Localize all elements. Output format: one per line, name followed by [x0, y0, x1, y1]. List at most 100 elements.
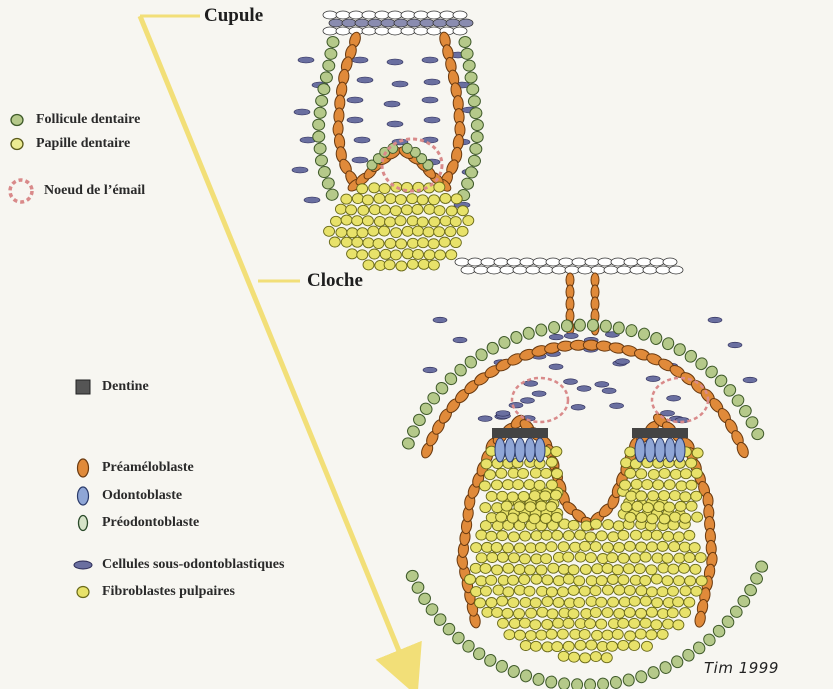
papilla-cell — [378, 183, 391, 195]
pulp-fibroblast-cell — [690, 585, 703, 597]
pulp-fibroblast-cell — [567, 564, 580, 576]
epithelium-cell — [460, 265, 476, 275]
follicle-cell — [317, 165, 331, 179]
papilla-cell — [444, 226, 457, 238]
pulp-fibroblast-cell — [617, 552, 630, 564]
papilla-cell — [412, 225, 424, 237]
pulp-fibroblast-cell — [479, 502, 492, 514]
pulp-fibroblast-cell — [545, 479, 558, 491]
pulp-fibroblast-cell — [495, 511, 508, 523]
follicle-cell-icon — [6, 111, 28, 129]
follicle-cell — [454, 363, 467, 377]
pulp-fibroblast-cell — [600, 652, 613, 664]
follicle-cell — [622, 673, 635, 687]
follicle-cell — [731, 394, 745, 407]
papilla-cell — [416, 216, 429, 228]
mesenchyme-cell — [645, 375, 661, 382]
legend-follicle: Follicule dentaire — [6, 111, 140, 129]
follicle-cell — [599, 319, 612, 333]
pulp-fibroblast-cell — [557, 541, 570, 553]
papilla-cell — [373, 193, 386, 204]
pulp-fibroblast-cell — [545, 586, 558, 598]
pulp-fibroblast-cell — [579, 652, 592, 664]
pulp-fibroblast-cell — [519, 530, 532, 542]
pulp-fibroblast-cell — [666, 607, 679, 619]
pulp-fibroblast-cell — [639, 595, 652, 607]
pulp-fibroblast-cell — [545, 541, 558, 553]
pulp-fibroblast-cell — [635, 541, 648, 553]
papilla-cell — [362, 259, 375, 271]
papilla-cell — [406, 258, 419, 270]
follicle-cell — [650, 332, 663, 345]
pulp-fibroblast-cell — [589, 651, 602, 663]
legend-pulp-fibroblast: Fibroblastes pulpaires — [72, 583, 235, 601]
pulp-fibroblast-cell — [584, 552, 597, 564]
pulp-fibroblast-cell — [550, 512, 563, 523]
follicle-cell — [723, 384, 737, 397]
papilla-cell — [379, 248, 392, 260]
pulp-fibroblast-cell — [545, 501, 558, 513]
follicle-cell — [312, 130, 326, 143]
pulp-fibroblast-cell — [646, 541, 659, 553]
pulp-fibroblast-cell — [641, 502, 654, 514]
pulp-fibroblast-cell — [611, 628, 624, 640]
pulp-fibroblast-cell — [695, 575, 708, 587]
pulp-fibroblast-cell — [656, 540, 669, 552]
papilla-cell — [373, 216, 386, 227]
odontoblast-cell — [664, 437, 676, 463]
pulp-fibroblast-cell — [635, 468, 648, 480]
pulp-fibroblast-cell — [492, 584, 505, 596]
pulp-fibroblast-cell — [619, 479, 632, 491]
follicle-cell — [427, 392, 441, 405]
pulp-fibroblast-cell — [517, 490, 530, 502]
pulp-fibroblast-cell — [635, 512, 648, 523]
papilla-cell — [438, 236, 451, 248]
papilla-cell — [423, 203, 436, 215]
follicle-cell — [313, 106, 327, 119]
pulp-fibroblast-cell — [495, 467, 508, 479]
pulp-fibroblast-cell — [611, 564, 624, 576]
epithelium-cell — [467, 257, 483, 267]
epithelium-cell — [400, 10, 416, 20]
odontoblast-cell — [644, 437, 656, 463]
pulp-fibroblast-cell — [480, 585, 492, 597]
epithelium-cell — [662, 257, 678, 267]
pulp-fibroblast-cell — [540, 529, 553, 541]
pulp-fibroblast-cell — [646, 606, 658, 618]
mesenchyme-cell — [391, 80, 409, 88]
follicle-cell — [682, 648, 695, 662]
follicle-cell — [313, 142, 327, 155]
pulp-fibroblast-cell — [562, 640, 575, 652]
mesenchyme-cell — [727, 341, 743, 349]
follicle-cell — [324, 47, 338, 60]
pulp-fibroblast-cell — [540, 467, 553, 479]
pulp-fibroblast-cell — [578, 628, 591, 640]
mesenchyme-cell — [356, 76, 374, 84]
follicle-cell — [721, 615, 735, 628]
pulp-fibroblast-cell — [624, 630, 637, 642]
papilla-cell — [423, 249, 436, 261]
pulp-fibroblast-cell — [617, 574, 630, 586]
pulp-fibroblast-cell — [618, 596, 631, 608]
follicle-cell — [413, 413, 426, 427]
epithelium-cell — [400, 26, 416, 36]
papilla-cell — [395, 238, 408, 250]
papilla-cell — [445, 205, 458, 217]
pulp-fibroblast-cell — [556, 628, 569, 640]
pulp-fibroblast-cell — [578, 585, 591, 597]
pulp-fibroblast-cell — [667, 563, 680, 575]
follicle-cell — [484, 654, 497, 667]
pulp-fibroblast-cell — [585, 575, 598, 587]
papilla-cell — [401, 225, 414, 237]
papilla-cell — [417, 237, 429, 249]
pulp-fibroblast-cell — [579, 563, 592, 575]
follicle-cell — [322, 59, 336, 72]
pulp-fibroblast-cell — [502, 586, 515, 598]
epithelium-cell — [597, 257, 613, 267]
epithelium-cell — [649, 257, 665, 267]
pulp-fibroblast-cell — [517, 512, 530, 523]
pulp-fibroblast-cell — [635, 607, 647, 619]
papilla-cell — [389, 249, 402, 261]
follicle-cell — [433, 613, 447, 626]
follicle-cell — [535, 323, 548, 337]
